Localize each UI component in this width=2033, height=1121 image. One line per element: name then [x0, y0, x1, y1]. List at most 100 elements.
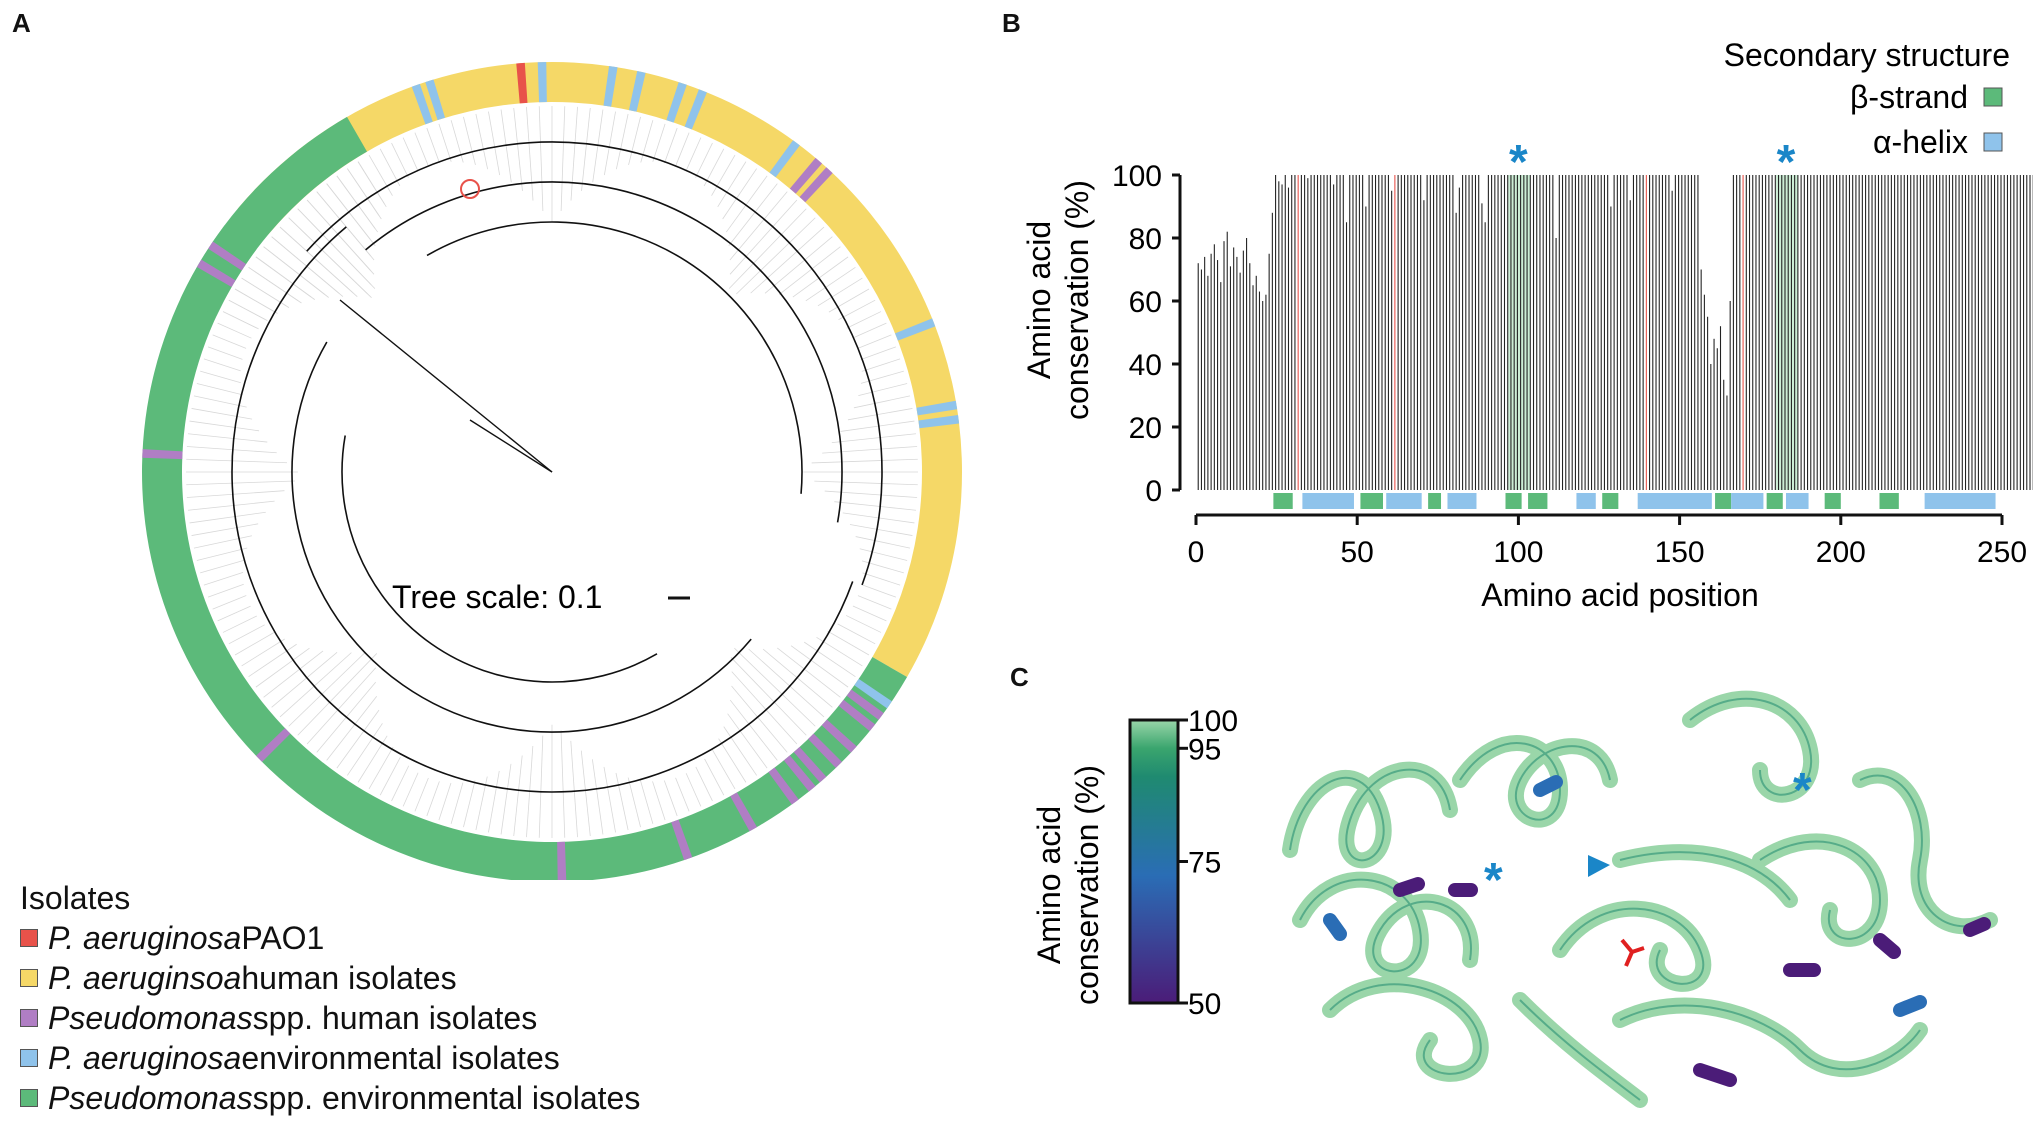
conservation-bar	[1816, 175, 1818, 490]
leader-line	[824, 490, 918, 498]
leader-line	[861, 584, 897, 598]
conservation-bar	[1774, 175, 1776, 490]
conservation-bar	[1832, 175, 1834, 490]
ribbon-edge	[1459, 742, 1611, 821]
legend-item: Pseudomonas spp. environmental isolates	[20, 1078, 640, 1118]
leader-line	[488, 111, 501, 176]
conservation-bar	[1923, 175, 1925, 490]
conservation-bar	[1394, 175, 1396, 490]
leader-line	[615, 772, 629, 831]
alpha-helix-block	[1731, 493, 1764, 509]
leader-line	[288, 651, 367, 727]
conservation-bar	[1242, 250, 1244, 490]
leader-line	[203, 571, 244, 586]
conservation-bar	[1813, 175, 1815, 490]
conservation-bar	[1729, 301, 1731, 490]
leader-line	[187, 500, 275, 511]
ribbon-edge	[1329, 983, 1482, 1075]
conservation-bar	[1223, 241, 1225, 490]
conservation-bar	[1810, 175, 1812, 490]
leader-line	[805, 267, 856, 302]
leader-line	[790, 645, 849, 688]
x-tick-label: 250	[1977, 536, 2027, 569]
conservation-bar	[1471, 175, 1473, 490]
leader-line	[193, 535, 252, 549]
ribbon-conservation-accent	[1893, 995, 1927, 1017]
leader-line	[357, 161, 385, 205]
conservation-bar	[1520, 175, 1522, 490]
leader-line	[792, 256, 849, 298]
leader-line	[862, 572, 901, 586]
conservation-bar	[1987, 175, 1989, 490]
conservation-bar	[1632, 175, 1634, 490]
leader-line	[675, 777, 690, 812]
leader-line	[816, 636, 863, 667]
conservation-bar	[1687, 175, 1689, 490]
conservation-bar	[1426, 175, 1428, 490]
y-tick-label: 80	[1129, 223, 1162, 256]
leader-line	[336, 175, 376, 229]
leader-line	[347, 168, 380, 217]
tree-branch	[339, 299, 553, 473]
conservation-bar	[1994, 175, 1996, 490]
tree-arc	[291, 341, 752, 733]
conservation-bar	[1568, 175, 1570, 490]
conservation-bar	[1249, 263, 1251, 490]
conservation-bar	[1897, 175, 1899, 490]
leader-line	[827, 630, 870, 656]
leader-line	[570, 740, 578, 838]
leader-line	[241, 638, 285, 667]
colorbar-tick-label: 50	[1188, 988, 1221, 1021]
alpha-helix-block	[1447, 493, 1477, 509]
conservation-bar	[1910, 175, 1912, 490]
conservation-bar	[1594, 175, 1596, 490]
legend-swatch	[20, 969, 38, 987]
conservation-bar	[1587, 175, 1589, 490]
conservation-bar	[1458, 187, 1460, 490]
panel-b-label: B	[1002, 8, 1021, 38]
conservation-bar	[1561, 175, 1564, 490]
conservation-bar	[1445, 175, 1448, 490]
ring-stripe	[916, 400, 958, 416]
conservation-bar	[1842, 175, 1844, 490]
conservation-bar	[2026, 175, 2028, 490]
leader-line	[248, 267, 302, 304]
conservation-bar	[1971, 175, 1973, 490]
leader-line	[581, 107, 591, 191]
colorbar-label-line2: conservation (%)	[1069, 765, 1105, 1005]
conservation-bar	[1819, 175, 1821, 490]
y-tick-label: 60	[1129, 286, 1162, 319]
conservation-bar	[1948, 175, 1950, 490]
leader-line	[255, 647, 310, 688]
alpha-helix-block	[1386, 493, 1422, 509]
leader-line	[703, 148, 725, 187]
leader-line	[196, 383, 243, 396]
conservation-bar	[1552, 175, 1554, 490]
y-axis-label-line2: conservation (%)	[1059, 180, 1095, 420]
leader-line	[336, 709, 380, 769]
conservation-bar	[1597, 175, 1599, 490]
leader-line	[193, 395, 247, 408]
conservation-bar	[1794, 175, 1796, 490]
ribbon-segment	[1322, 976, 1489, 1082]
conservation-bar	[1275, 175, 1277, 490]
leader-line	[271, 652, 338, 708]
ring-stripe	[208, 241, 246, 271]
leader-line	[228, 299, 268, 321]
conservation-star: *	[1777, 136, 1796, 189]
conservation-bar	[1207, 275, 1209, 490]
leader-line	[814, 480, 918, 486]
x-tick-label: 50	[1341, 536, 1374, 569]
conservation-bar	[1287, 187, 1290, 490]
conservation-bar	[1665, 175, 1667, 490]
ring-stripe	[821, 719, 857, 753]
conservation-bar	[2016, 175, 2018, 490]
ring-stripe	[768, 767, 799, 805]
conservation-bar	[1339, 175, 1341, 490]
leader-line	[652, 123, 666, 162]
conservation-bar	[1362, 175, 1364, 490]
leader-line	[728, 183, 778, 247]
x-tick-label: 100	[1493, 536, 1543, 569]
protein-ribbon	[1282, 690, 1998, 1108]
conservation-bar	[2006, 175, 2008, 490]
